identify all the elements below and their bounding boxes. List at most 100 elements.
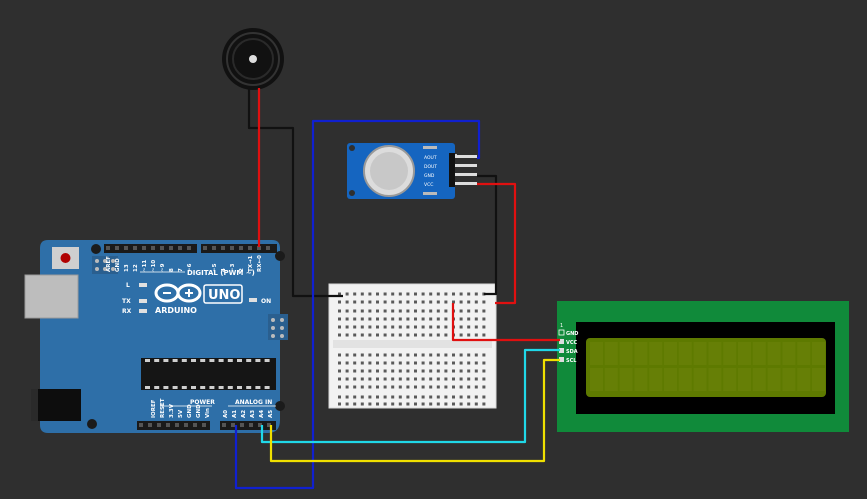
breadboard-hole[interactable] [368,317,372,321]
digital-pin-hole[interactable] [142,246,146,250]
analog-pin-hole[interactable] [231,423,235,427]
breadboard-hole[interactable] [459,309,463,313]
breadboard-hole[interactable] [482,292,486,296]
breadboard-hole[interactable] [376,292,379,296]
breadboard-hole[interactable] [436,395,440,399]
breadboard-hole[interactable] [383,395,387,399]
digital-header-left[interactable] [104,244,197,253]
breadboard-hole[interactable] [376,395,379,399]
breadboard-hole[interactable] [383,317,387,321]
breadboard-hole[interactable] [429,395,433,399]
digital-pin-hole[interactable] [160,246,164,250]
breadboard-hole[interactable] [459,300,463,304]
breadboard-hole[interactable] [444,300,448,304]
breadboard-hole[interactable] [414,292,417,296]
breadboard-hole[interactable] [360,317,364,321]
breadboard-hole[interactable] [406,361,410,365]
breadboard-hole[interactable] [391,300,395,304]
breadboard-hole[interactable] [429,353,433,357]
breadboard-hole[interactable] [391,292,395,296]
breadboard-hole[interactable] [345,292,349,296]
breadboard-hole[interactable] [436,402,440,406]
lcd-display[interactable]: 1 GND VCC SDA SCL [557,301,849,432]
breadboard-hole[interactable] [398,292,402,296]
breadboard-hole[interactable] [459,369,463,373]
breadboard-hole[interactable] [360,377,364,381]
breadboard-hole[interactable] [429,292,433,296]
breadboard-hole[interactable] [459,353,463,357]
breadboard-hole[interactable] [360,361,364,365]
breadboard-hole[interactable] [436,309,440,313]
breadboard-hole[interactable] [482,333,486,337]
breadboard-hole[interactable] [414,333,417,337]
breadboard-hole[interactable] [474,377,478,381]
breadboard-hole[interactable] [421,402,425,406]
breadboard-hole[interactable] [398,361,402,365]
breadboard-hole[interactable] [398,395,402,399]
breadboard-hole[interactable] [414,385,417,389]
breadboard-hole[interactable] [414,317,417,321]
lcd-pin-sda[interactable] [559,348,564,353]
breadboard-hole[interactable] [406,317,410,321]
breadboard-hole[interactable] [368,361,372,365]
breadboard-hole[interactable] [353,325,357,329]
breadboard-hole[interactable] [406,300,410,304]
lcd-pin-scl[interactable] [559,357,564,362]
power-pin-hole[interactable] [202,423,206,427]
breadboard-hole[interactable] [459,395,463,399]
breadboard-hole[interactable] [421,361,425,365]
digital-pin-hole[interactable] [203,246,207,250]
wire-lcd-sda[interactable] [260,348,560,444]
breadboard-hole[interactable] [398,385,402,389]
breadboard-hole[interactable] [452,300,455,304]
breadboard-hole[interactable] [436,385,440,389]
breadboard-hole[interactable] [421,292,425,296]
breadboard-hole[interactable] [345,333,349,337]
breadboard-hole[interactable] [482,385,486,389]
breadboard-hole[interactable] [474,317,478,321]
breadboard-hole[interactable] [353,309,357,313]
breadboard-hole[interactable] [436,292,440,296]
breadboard-hole[interactable] [482,325,486,329]
breadboard-hole[interactable] [345,317,349,321]
gas-pin-aout[interactable] [449,155,477,158]
breadboard-hole[interactable] [474,353,478,357]
breadboard-hole[interactable] [383,377,387,381]
breadboard-hole[interactable] [398,333,402,337]
breadboard-hole[interactable] [391,325,395,329]
breadboard-hole[interactable] [467,361,471,365]
breadboard-hole[interactable] [353,377,357,381]
breadboard-hole[interactable] [376,333,379,337]
breadboard-hole[interactable] [429,369,433,373]
breadboard-hole[interactable] [414,300,417,304]
breadboard-hole[interactable] [368,402,372,406]
breadboard-hole[interactable] [414,325,417,329]
breadboard-hole[interactable] [414,369,417,373]
breadboard-hole[interactable] [391,309,395,313]
breadboard-hole[interactable] [353,369,357,373]
breadboard[interactable] [328,283,497,409]
digital-pin-hole[interactable] [257,246,261,250]
breadboard-hole[interactable] [345,402,349,406]
breadboard-hole[interactable] [482,377,486,381]
power-header[interactable] [137,421,210,430]
breadboard-hole[interactable] [338,325,341,329]
breadboard-hole[interactable] [383,361,387,365]
breadboard-hole[interactable] [474,325,478,329]
breadboard-hole[interactable] [436,317,440,321]
breadboard-hole[interactable] [398,300,402,304]
breadboard-hole[interactable] [414,309,417,313]
analog-header[interactable] [220,421,276,430]
breadboard-hole[interactable] [398,353,402,357]
breadboard-hole[interactable] [376,385,379,389]
breadboard-hole[interactable] [338,402,341,406]
power-pin-hole[interactable] [139,423,143,427]
breadboard-hole[interactable] [414,353,417,357]
breadboard-hole[interactable] [436,300,440,304]
breadboard-hole[interactable] [444,353,448,357]
usb-port[interactable] [24,274,79,319]
breadboard-hole[interactable] [452,361,455,365]
breadboard-hole[interactable] [467,353,471,357]
breadboard-hole[interactable] [376,325,379,329]
